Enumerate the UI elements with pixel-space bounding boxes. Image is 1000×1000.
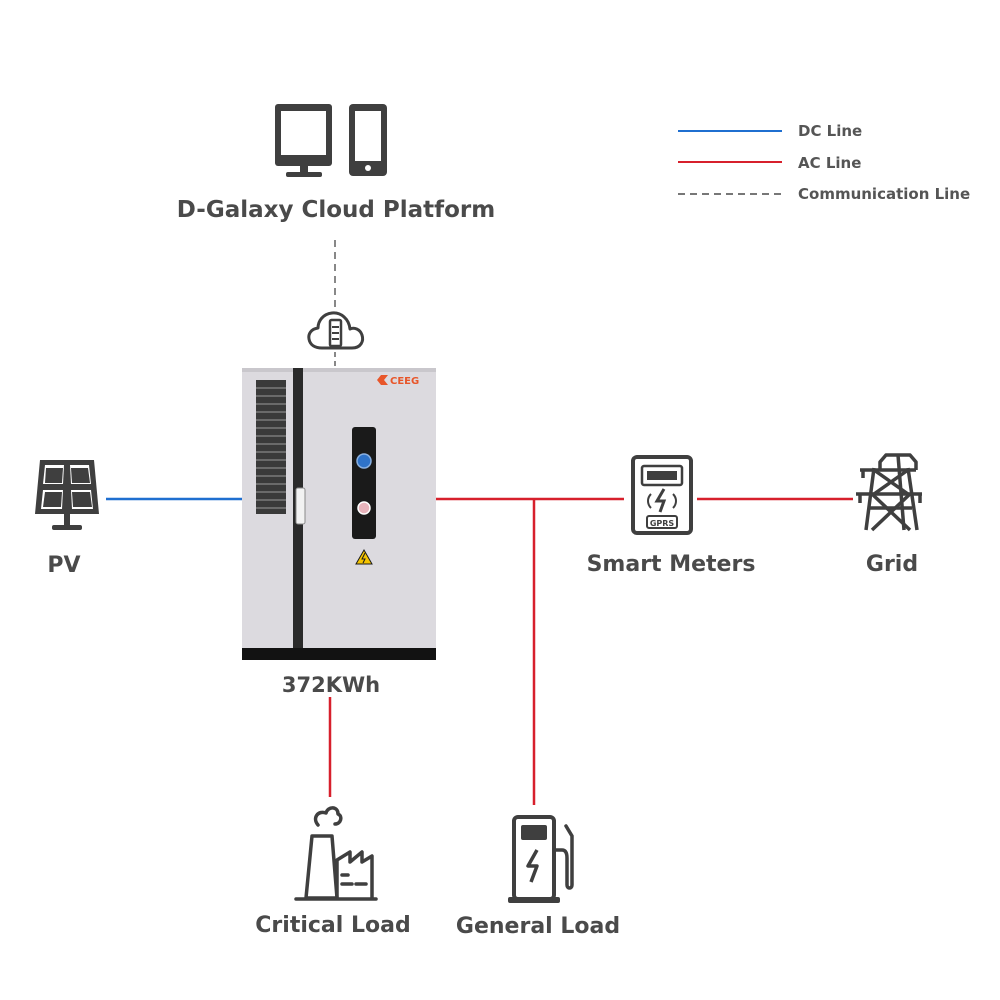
status-indicator-pink [357,501,371,515]
smartphone-icon [349,104,387,176]
monitor-icon [275,104,332,177]
legend-comm-label: Communication Line [798,185,970,203]
factory-icon [294,806,378,901]
legend-dc-label: DC Line [798,122,862,140]
smart-meter-icon: GPRS [631,455,693,535]
cabinet-handle [295,487,306,525]
brand-label: CEEG [390,376,419,387]
solar-panel-icon [35,460,99,530]
ev-charger-icon [508,815,574,903]
meter-gprs-label: GPRS [650,519,675,528]
storage-capacity-label: 372KWh [282,673,380,697]
legend-ac-label: AC Line [798,154,861,172]
legend: DC Line AC Line Communication Line [678,122,970,203]
cloud-platform-label: D-Galaxy Cloud Platform [177,197,496,223]
pv-label: PV [47,553,80,578]
warning-sign-icon [355,548,373,565]
brand-logo: CEEG [377,375,419,387]
power-tower-icon [856,453,922,532]
smart-meters-label: Smart Meters [587,552,756,577]
critical-load-label: Critical Load [255,913,410,938]
status-indicator-blue [356,453,372,469]
cloud-gateway-icon [307,311,365,350]
grid-label: Grid [866,552,918,577]
cabinet-vent [256,380,286,514]
general-load-label: General Load [456,914,620,939]
control-panel [352,427,376,539]
connection-lines [106,240,853,805]
battery-cabinet: CEEG [242,368,436,660]
